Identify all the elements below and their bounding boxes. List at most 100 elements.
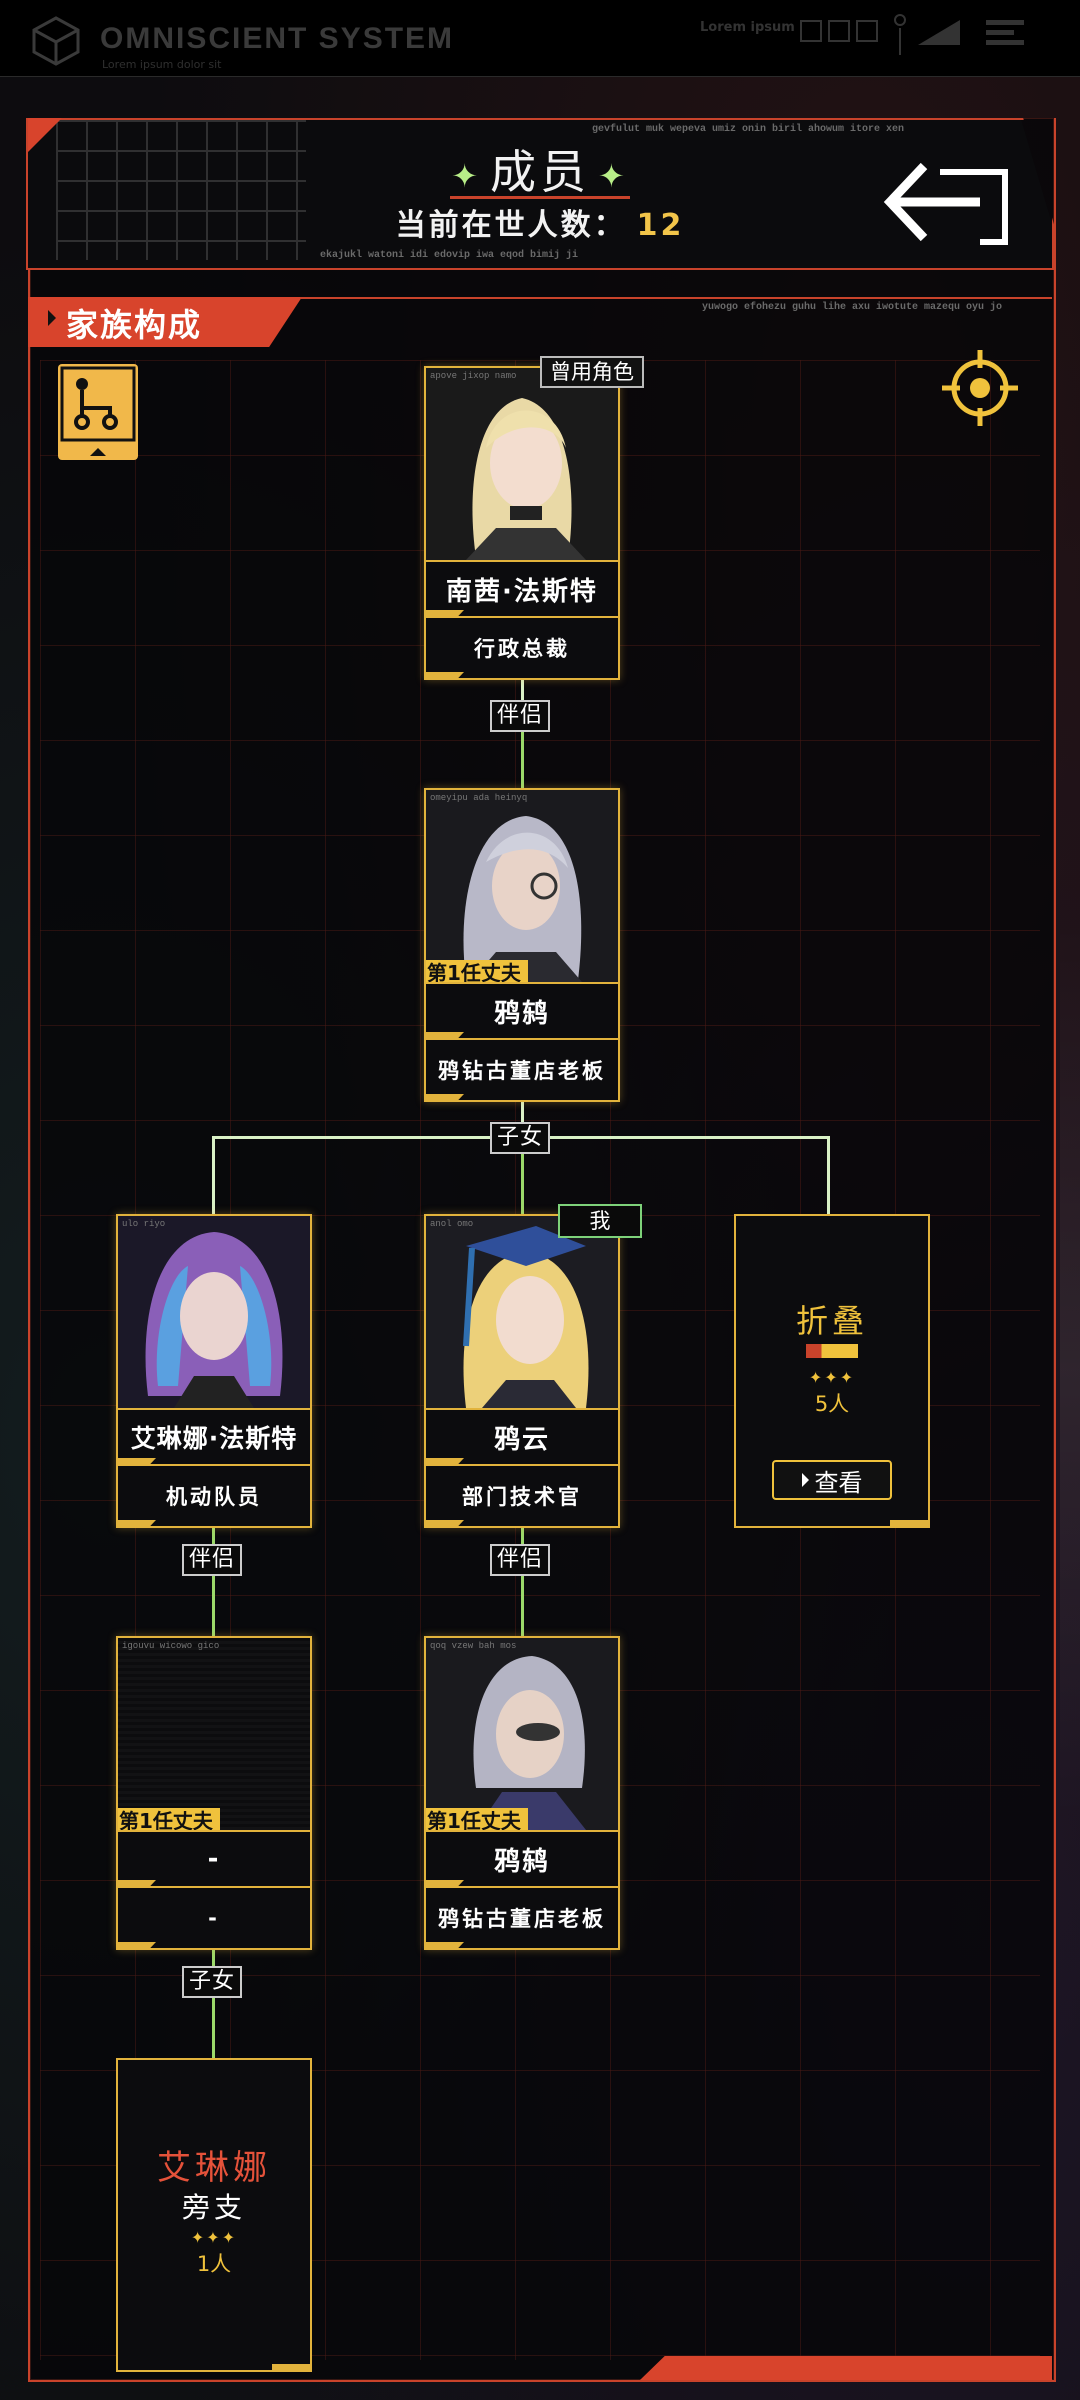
member-role: 部门技术官 — [426, 1466, 618, 1526]
fold-title: 折叠 — [795, 1302, 868, 1340]
connector-line — [521, 1098, 524, 1138]
header-grid-decoration — [56, 120, 306, 260]
alive-count: 当前在世人数： 12 — [0, 200, 1080, 244]
connector-line — [212, 1136, 215, 1214]
branch-card[interactable]: 艾琳娜 旁支 ✦✦✦ 1人 — [116, 2058, 312, 2372]
card-stripe — [118, 1942, 156, 1948]
header-micro-top: gevfulut muk wepeva umiz onin biril ahow… — [592, 124, 905, 135]
alive-count-value: 12 — [636, 208, 685, 243]
fold-bars-icon — [806, 1344, 858, 1358]
alias-tag: 曾用角色 — [540, 356, 644, 388]
section-line — [300, 297, 1052, 299]
member-name: 鸦鸫 — [426, 1832, 618, 1888]
connector-line — [212, 1944, 215, 2058]
member-card-raven[interactable]: omeyipu ada heinyq 第1任丈夫 鸦鸫 鸦钻古董店老板 — [424, 788, 620, 1102]
folded-members-card[interactable]: 折叠 ✦✦✦ 5人 查看 — [734, 1214, 930, 1528]
member-name: 鸦云 — [426, 1410, 618, 1466]
first-husband-badge: 第1任丈夫 — [118, 1808, 220, 1830]
locate-target-button[interactable] — [940, 348, 1020, 428]
partner-tag: 伴侣 — [490, 1544, 551, 1576]
member-portrait: apove jixop namo — [426, 368, 618, 562]
partner-tag: 伴侣 — [490, 700, 551, 732]
window-close-box-icon — [828, 20, 850, 42]
card-micro-text: ulo riyo — [122, 1219, 166, 1229]
member-role: 鸦钻古董店老板 — [426, 1888, 618, 1948]
member-role-text: 鸦钻古董店老板 — [438, 1907, 606, 1931]
member-name-text: 南茜·法斯特 — [446, 576, 598, 607]
member-card-elina[interactable]: ulo riyo 艾琳娜·法斯特 机动队员 — [116, 1214, 312, 1528]
page-title-text: 成员 — [490, 145, 590, 199]
children-tag: 子女 — [490, 1122, 551, 1154]
sparkle-icon: ✦ — [598, 156, 629, 195]
member-card-unknown[interactable]: igouvu wicowo gico 第1任丈夫 - - — [116, 1636, 312, 1950]
card-stripe — [426, 610, 464, 616]
member-name-text: - — [207, 1844, 221, 1874]
card-stripe — [426, 1520, 464, 1526]
member-name-text: 艾琳娜·法斯特 — [130, 1424, 298, 1453]
window-box-icon — [800, 20, 822, 42]
portrait-image — [426, 368, 618, 560]
top-lorem-text: Lorem ipsum — [700, 20, 795, 35]
alive-count-label: 当前在世人数： — [395, 208, 627, 243]
member-name: 艾琳娜·法斯特 — [118, 1410, 310, 1466]
fold-count: 5人 — [814, 1392, 850, 1416]
section-arrow-icon — [48, 310, 56, 326]
portrait-image — [426, 1216, 618, 1408]
member-portrait: anol omo — [426, 1216, 618, 1410]
section-micro: yuwogo efohezu guhu lihe axu iwotute maz… — [702, 302, 1003, 313]
top-right-widgets: Lorem ipsum — [700, 10, 1060, 65]
first-husband-badge: 第1任丈夫 — [426, 960, 528, 982]
member-card-raven-2[interactable]: qoq vzew bah mos 第1任丈夫 鸦鸫 鸦钻古董店老板 — [424, 1636, 620, 1950]
card-micro-text: anol omo — [430, 1219, 474, 1229]
card-stripe — [272, 2364, 310, 2370]
card-micro-text: igouvu wicowo gico — [122, 1641, 220, 1651]
member-role-text: 机动队员 — [166, 1485, 262, 1509]
first-husband-badge: 第1任丈夫 — [426, 1808, 528, 1830]
card-micro-text: qoq vzew bah mos — [430, 1641, 517, 1651]
member-name: - — [118, 1832, 310, 1888]
connector-line — [212, 1522, 215, 1636]
section-title: 家族构成 — [66, 306, 203, 344]
children-tag: 子女 — [182, 1966, 243, 1998]
member-name: 鸦鸫 — [426, 984, 618, 1040]
view-button[interactable]: 查看 — [772, 1460, 892, 1500]
branch-subtitle: 旁支 — [181, 2191, 246, 2224]
member-name-text: 鸦云 — [493, 1424, 550, 1455]
member-card-yayun[interactable]: anol omo 鸦云 部门技术官 — [424, 1214, 620, 1528]
back-button[interactable] — [880, 150, 1010, 250]
card-stripe — [426, 1458, 464, 1464]
card-micro-text: omeyipu ada heinyq — [430, 793, 528, 803]
portrait-image — [118, 1216, 310, 1408]
member-name-text: 鸦鸫 — [493, 1846, 550, 1877]
side-glow — [1060, 920, 1080, 1820]
member-card-nancy[interactable]: apove jixop namo 南茜·法斯特 行政总裁 — [424, 366, 620, 680]
card-stripe — [426, 672, 464, 678]
tree-icon — [60, 366, 136, 456]
card-stripe — [426, 1942, 464, 1948]
connector-line — [521, 1136, 524, 1214]
portrait-image — [426, 790, 618, 982]
member-portrait: igouvu wicowo gico 第1任丈夫 — [118, 1638, 310, 1832]
brand-subtitle: Lorem ipsum dolor sit — [102, 58, 222, 71]
sparkle-icon: ✦ — [451, 156, 482, 195]
member-portrait: ulo riyo — [118, 1216, 310, 1410]
member-portrait: qoq vzew bah mos 第1任丈夫 — [426, 1638, 618, 1832]
card-stripe — [426, 1880, 464, 1886]
member-role: - — [118, 1888, 310, 1948]
me-tag: 我 — [558, 1204, 642, 1238]
connector-line — [521, 720, 524, 788]
card-stripe — [118, 1880, 156, 1886]
member-name: 南茜·法斯特 — [426, 562, 618, 618]
empty-portrait — [118, 1638, 310, 1830]
portrait-image — [426, 1638, 618, 1830]
play-arrow-icon — [801, 1473, 809, 1487]
tree-view-button[interactable] — [58, 364, 138, 460]
title-underline — [450, 196, 630, 199]
partner-tag: 伴侣 — [182, 1544, 243, 1576]
header-micro-bottom: ekajukl watoni idi edovip iwa eqod bimij… — [320, 250, 579, 261]
signal-bars-icon — [894, 14, 1024, 55]
card-stripe — [426, 1094, 464, 1100]
bottom-accent-bar — [640, 2356, 1052, 2380]
member-role: 行政总裁 — [426, 618, 618, 678]
member-role: 机动队员 — [118, 1466, 310, 1526]
